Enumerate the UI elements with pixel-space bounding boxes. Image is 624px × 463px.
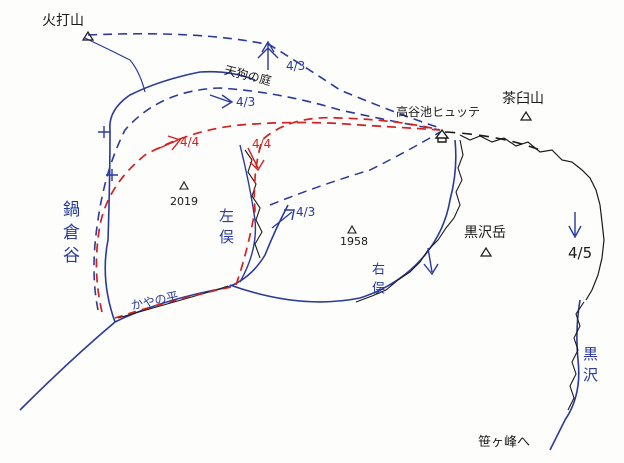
arrow-red-right (154, 135, 182, 151)
nabekura-valley-stream (19, 70, 256, 411)
arrow-blue-down-east (568, 212, 582, 239)
elevation-1958: 1958 (340, 235, 368, 248)
peak-triangle-chausu (519, 110, 533, 121)
date-label-4-3-middle: 4/3 (236, 95, 256, 109)
arrow-blue-up (257, 40, 279, 70)
route-blue-upper (87, 32, 441, 129)
route-blue-valley (93, 87, 441, 311)
route-blue-east (444, 131, 541, 151)
marker-cross-2 (106, 169, 118, 181)
upper-creek (84, 37, 146, 93)
arrow-blue-diag (271, 209, 295, 229)
ridge-chausu (459, 134, 605, 301)
route-blue-middle (269, 131, 441, 206)
route-red-left (95, 121, 441, 313)
valley-label-nabekura: 鍋倉谷 (59, 200, 79, 269)
valley-label-migimata: 右俣 (369, 262, 384, 300)
migimata-stream (229, 139, 457, 303)
spot-label-hut: 高谷池ヒュッテ (396, 105, 481, 119)
peak-triangle-hiuchi (81, 30, 95, 41)
peak-label-chausu: 茶臼山 (502, 91, 544, 107)
date-label-4-4-left: 4/4 (180, 135, 200, 149)
ridge-sabo (244, 149, 263, 259)
arrow-blue-right (209, 94, 234, 109)
route-red-bottom (114, 285, 237, 319)
arrow-red-down (247, 147, 265, 172)
ridge-kurosawa (355, 139, 464, 303)
peak-triangle-2019 (179, 180, 189, 190)
hut-icon (434, 128, 450, 143)
peak-label-hiuchi: 火打山 (42, 13, 84, 29)
date-label-4-5: 4/5 (568, 244, 593, 262)
sabo-stream (239, 144, 257, 283)
spot-label-destination: 笹ヶ峰へ (478, 435, 531, 450)
ridge-kurosawa-lower (567, 301, 585, 411)
peak-triangle-1958 (347, 224, 357, 234)
valley-label-sabo: 左俣 (217, 208, 235, 250)
valley-label-kurosawa: 黒沢 (581, 346, 599, 388)
date-label-4-3-lower: 4/3 (296, 205, 316, 219)
peak-triangle-kurosawadake (479, 246, 493, 257)
elevation-2019: 2019 (170, 195, 198, 208)
date-label-4-4-right: 4/4 (252, 137, 272, 151)
arrow-blue-down (423, 247, 439, 276)
date-label-4-3-upper: 4/3 (286, 59, 306, 73)
marker-cross-1 (98, 126, 110, 138)
peak-label-kurosawadake: 黒沢岳 (464, 225, 506, 241)
route-red-sabo (235, 116, 441, 286)
